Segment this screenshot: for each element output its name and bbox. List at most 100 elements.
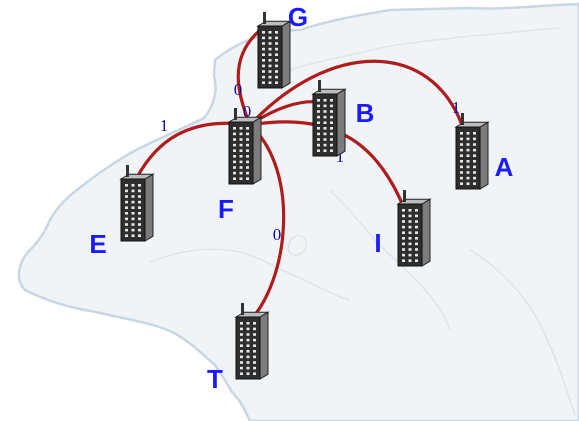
- server-vent: [268, 31, 272, 34]
- server-front: [455, 126, 481, 190]
- server-front: [228, 121, 254, 185]
- server-vent: [323, 110, 327, 113]
- server-vent: [317, 143, 320, 147]
- server-node-i[interactable]: [396, 190, 432, 267]
- server-vent: [460, 182, 463, 185]
- server-vent: [330, 127, 333, 130]
- server-vent: [473, 171, 476, 174]
- link-f-e: [131, 121, 252, 187]
- server-vent: [466, 182, 470, 185]
- server-vent: [415, 209, 418, 212]
- server-vent: [262, 36, 265, 40]
- server-vent: [125, 206, 128, 209]
- server-vent: [233, 149, 236, 152]
- server-vent: [408, 253, 412, 257]
- server-vent: [246, 132, 249, 136]
- server-vent: [323, 143, 327, 147]
- server-side-face: [479, 121, 489, 190]
- server-vent: [317, 99, 320, 102]
- server-vent: [402, 237, 405, 240]
- server-vent: [240, 333, 243, 336]
- server-vent: [402, 214, 405, 218]
- server-vent: [138, 228, 141, 232]
- server-vent: [253, 322, 256, 325]
- server-vent: [402, 209, 405, 212]
- server-side-face: [252, 116, 262, 185]
- server-vent: [239, 160, 243, 164]
- server-vent: [131, 217, 135, 221]
- server-vent: [246, 322, 250, 325]
- node-label-f: F: [218, 194, 234, 224]
- map-coast-north: [289, 27, 561, 71]
- server-vent: [125, 184, 128, 187]
- server-vent: [240, 338, 243, 342]
- server-vent: [125, 223, 128, 226]
- server-vent: [268, 53, 272, 56]
- server-vent: [460, 132, 463, 135]
- server-vent: [262, 81, 265, 84]
- server-antenna: [234, 108, 237, 120]
- server-vent: [131, 228, 135, 232]
- node-label-a: A: [495, 152, 514, 182]
- server-vent: [240, 355, 243, 359]
- server-vent: [466, 165, 470, 169]
- server-vent: [330, 143, 333, 147]
- server-vent: [275, 81, 278, 84]
- server-vent: [408, 209, 412, 212]
- server-vent: [323, 115, 327, 119]
- server-vent: [233, 160, 236, 164]
- server-vent: [317, 110, 320, 113]
- server-vent: [415, 242, 418, 246]
- link-label-f-e: 1: [160, 116, 169, 135]
- server-node-e[interactable]: [119, 165, 155, 242]
- node-label-g: G: [288, 2, 308, 32]
- server-vent: [138, 212, 141, 215]
- server-vent: [125, 189, 128, 193]
- server-node-b[interactable]: [311, 80, 347, 157]
- server-antenna: [263, 12, 266, 24]
- server-vent: [131, 206, 135, 209]
- server-front: [257, 25, 283, 89]
- server-vent: [246, 355, 250, 359]
- server-vent: [233, 177, 236, 180]
- server-vent: [253, 327, 256, 331]
- server-vent: [473, 137, 476, 141]
- server-vent: [268, 36, 272, 40]
- server-vent: [408, 225, 412, 229]
- server-vent: [262, 47, 265, 51]
- server-vent: [125, 234, 128, 237]
- server-vent: [268, 70, 272, 73]
- server-vent: [460, 160, 463, 163]
- server-vent: [323, 127, 327, 130]
- server-side-face: [259, 311, 269, 380]
- server-vent: [233, 171, 236, 175]
- server-vent: [466, 154, 470, 157]
- server-vent: [246, 366, 250, 370]
- server-node-a[interactable]: [454, 113, 490, 190]
- server-vent: [460, 148, 463, 152]
- server-vent: [415, 237, 418, 240]
- server-vent: [246, 138, 249, 141]
- server-vent: [330, 104, 333, 108]
- server-vent: [275, 31, 278, 34]
- server-vent: [246, 143, 249, 147]
- server-vent: [275, 75, 278, 79]
- server-vent: [473, 148, 476, 152]
- link-label-f-t: 0: [273, 225, 282, 244]
- server-vent: [131, 200, 135, 204]
- server-front: [235, 316, 261, 380]
- server-vent: [408, 237, 412, 240]
- server-vent: [473, 182, 476, 185]
- server-node-t[interactable]: [234, 303, 270, 380]
- server-vent: [275, 36, 278, 40]
- server-vent: [246, 344, 250, 347]
- server-vent: [253, 338, 256, 342]
- server-front: [120, 178, 146, 242]
- server-vent: [408, 248, 412, 251]
- server-vent: [262, 70, 265, 73]
- server-node-f[interactable]: [227, 108, 263, 185]
- server-node-g[interactable]: [256, 12, 292, 89]
